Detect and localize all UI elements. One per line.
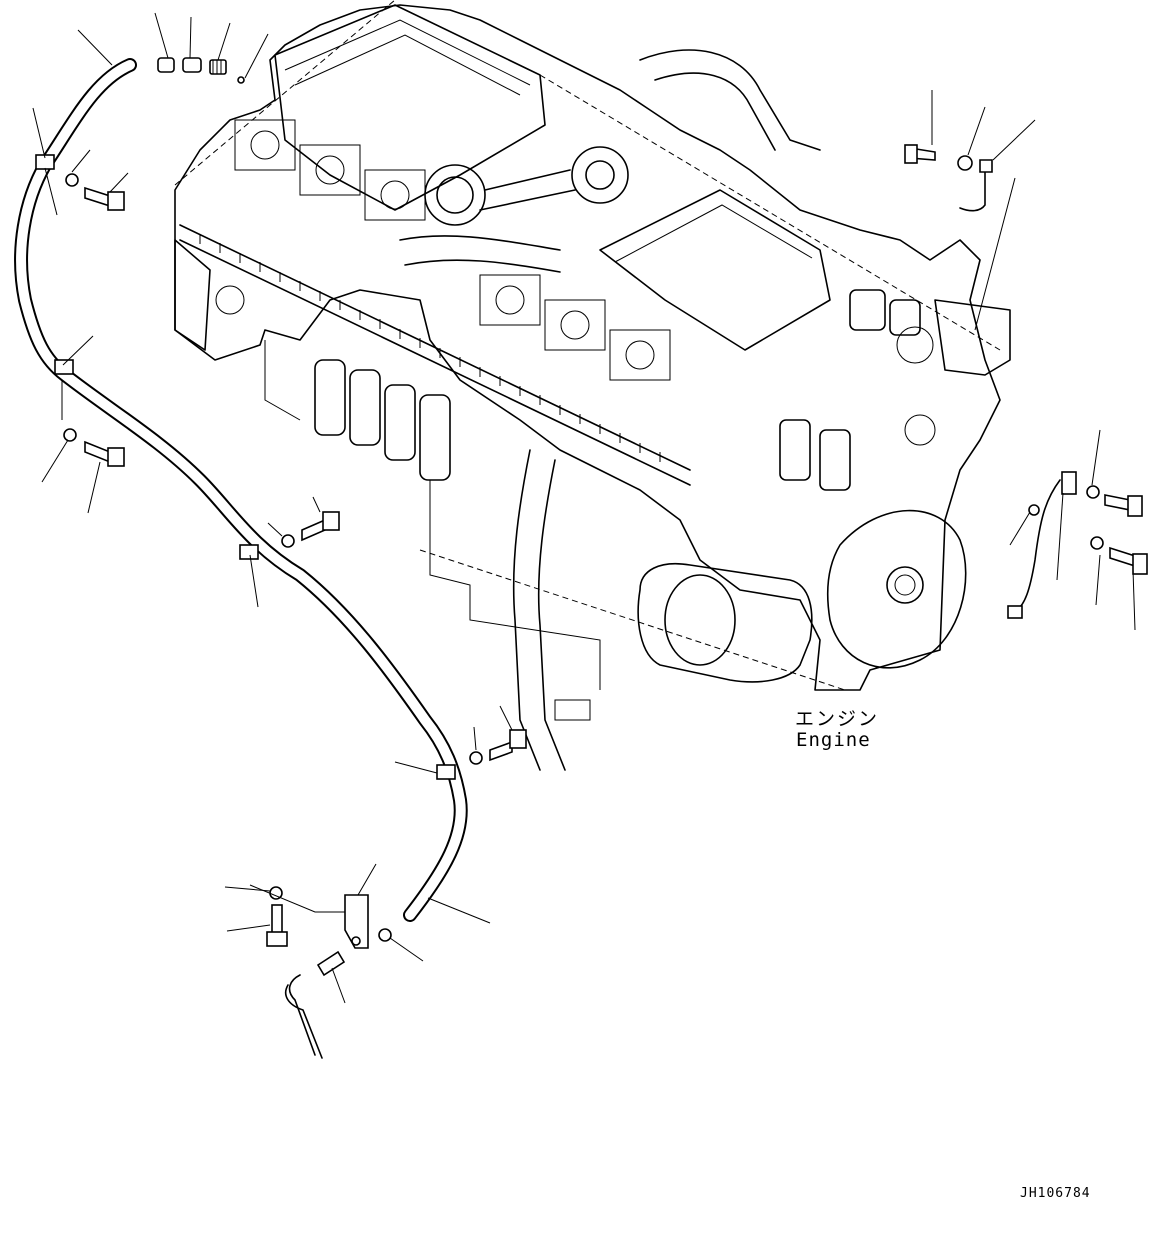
bolt-icon	[1109, 546, 1136, 568]
engine-label-en: Engine	[796, 729, 871, 751]
washer-icon	[281, 534, 295, 548]
fuel-filters	[314, 359, 451, 481]
bolt-icon	[84, 440, 111, 464]
washer-icon	[469, 751, 483, 765]
leader-lines	[32, 12, 1136, 1004]
washer-icon	[957, 155, 973, 171]
hose-clamp	[436, 764, 456, 780]
washer-icon	[63, 428, 77, 442]
bolt-set	[63, 144, 1148, 947]
washer-icon	[1090, 536, 1104, 550]
hose-clamp	[239, 544, 259, 560]
washer-icon	[1086, 485, 1100, 499]
washer-icon	[378, 928, 392, 942]
cylinder-heads-left	[234, 119, 426, 221]
bolt-icon	[84, 186, 111, 208]
engine-assembly	[174, 0, 1011, 771]
breather-hose	[14, 58, 468, 922]
bolt-icon	[301, 518, 326, 542]
washer-icon	[65, 173, 79, 187]
top-fittings	[157, 57, 245, 84]
cylinder-heads-right	[479, 274, 671, 381]
bolt-icon	[271, 904, 283, 936]
bolt-icon	[489, 740, 513, 762]
hose-clamp	[54, 359, 74, 375]
rail-teeth	[199, 234, 661, 462]
drawing-code: JH106784	[1020, 1186, 1091, 1201]
sensor-harness	[959, 159, 1077, 619]
bottom-bracket	[284, 894, 369, 1059]
engine-label-jp: エンジン	[795, 708, 880, 730]
bolt-icon	[1104, 494, 1131, 511]
